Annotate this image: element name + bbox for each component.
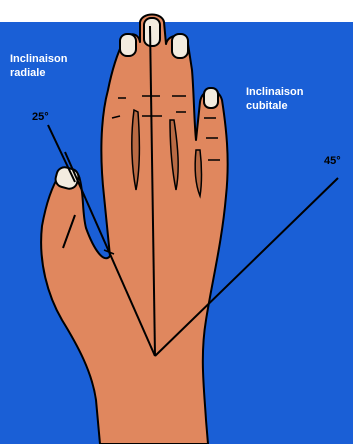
top-band [0,0,353,22]
ulnar-label-line1: Inclinaison [246,86,304,98]
nail-little [204,88,218,108]
ulnar-angle-label: 45° [324,155,341,167]
radial-angle-label: 25° [32,111,49,123]
radial-label-line2: radiale [10,67,45,79]
nail-index [120,34,136,56]
radial-label-line1: Inclinaison [10,53,68,65]
nail-middle [144,18,160,46]
nail-ring [172,34,188,58]
ulnar-label-line2: cubitale [246,100,288,112]
